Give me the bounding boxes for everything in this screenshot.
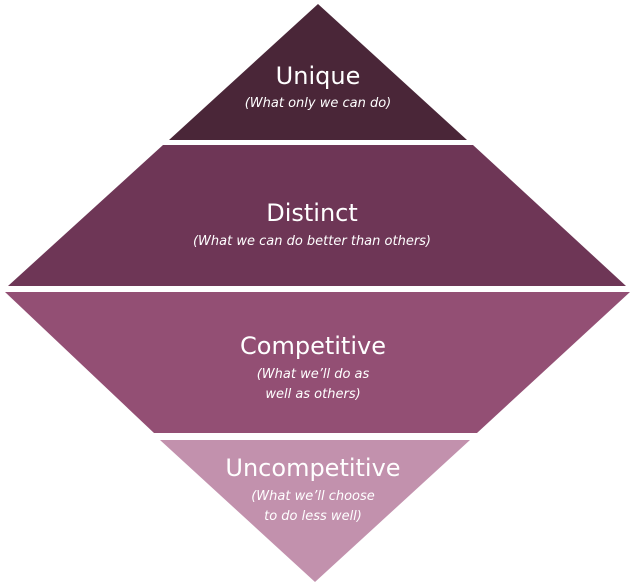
layer-uncompetitive-subtitle-line-2: to do less well) [264,509,362,524]
layer-uncompetitive-title: Uncompetitive [225,454,400,482]
layer-distinct: Distinct (What we can do better than oth… [8,145,626,286]
layer-unique: Unique (What only we can do) [169,4,467,140]
layer-competitive: Competitive (What we’ll do as well as ot… [5,292,630,433]
layer-uncompetitive-subtitle-line-1: (What we’ll choose [251,489,375,504]
layer-competitive-title: Competitive [240,332,386,360]
layer-distinct-shape [8,145,626,286]
layer-unique-subtitle: (What only we can do) [245,96,392,111]
layer-competitive-shape [5,292,630,433]
layer-uncompetitive-shape [160,440,470,582]
layer-uncompetitive: Uncompetitive (What we’ll choose to do l… [160,440,470,582]
layer-unique-title: Unique [276,62,361,90]
layer-distinct-title: Distinct [266,199,358,227]
layer-competitive-subtitle-line-2: well as others) [265,387,360,402]
layer-competitive-subtitle-line-1: (What we’ll do as [257,367,370,382]
layer-unique-shape [169,4,467,140]
layer-distinct-subtitle: (What we can do better than others) [193,234,431,249]
